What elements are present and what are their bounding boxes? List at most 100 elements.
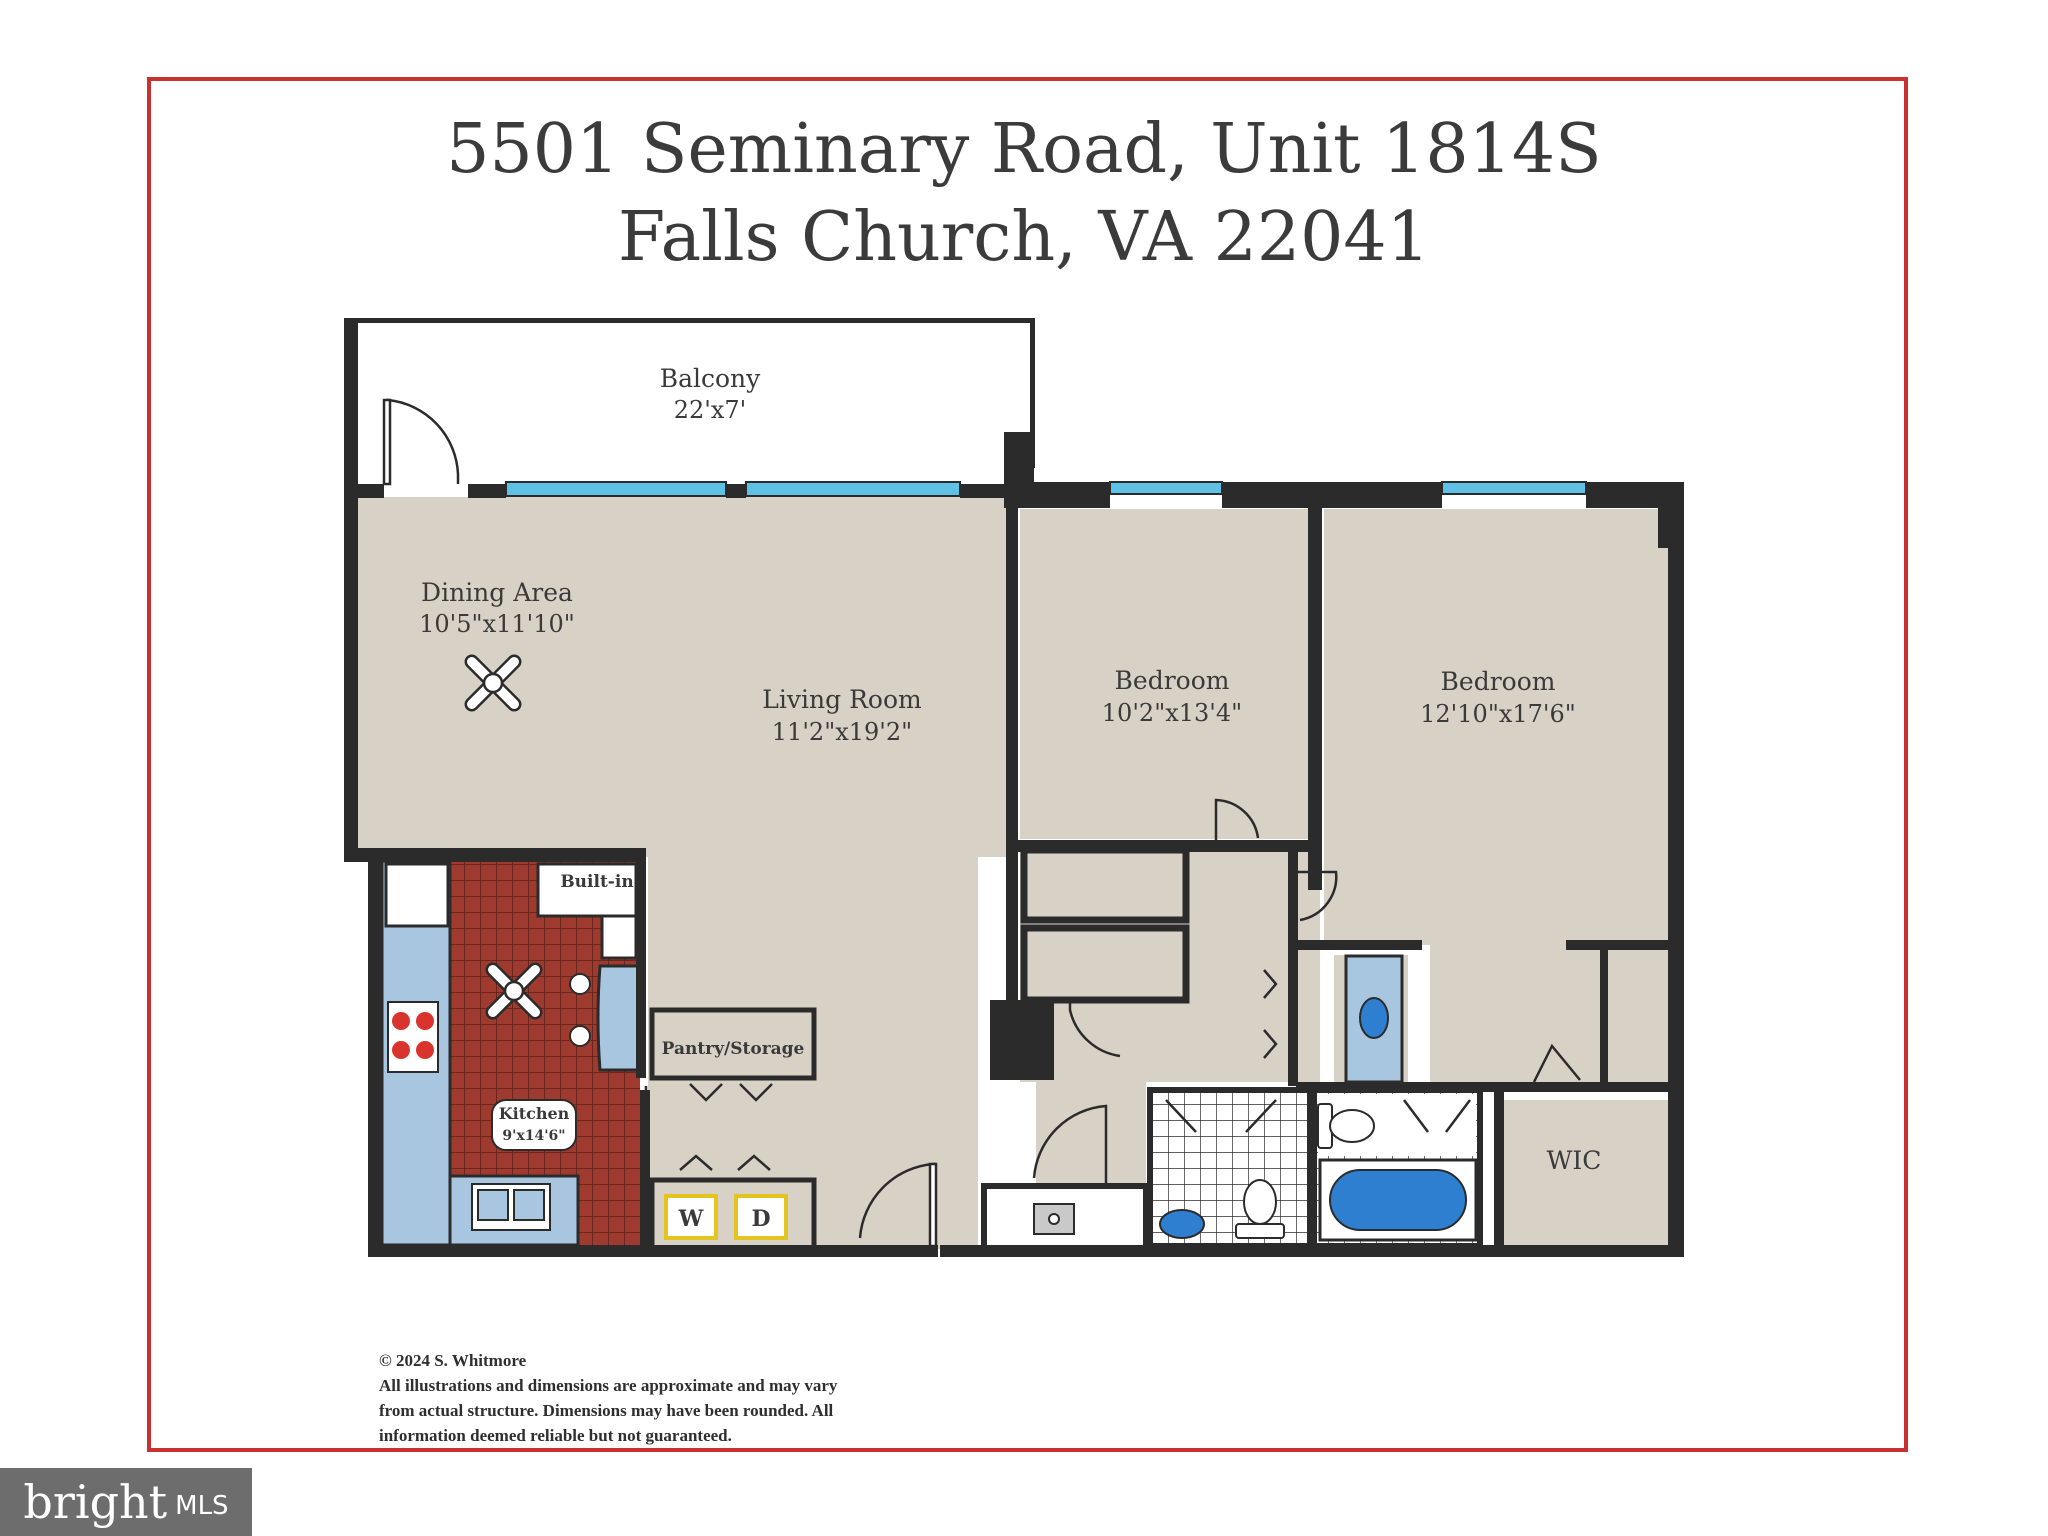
- closet-floor: [1606, 955, 1668, 1085]
- builtin-lower: [600, 914, 638, 960]
- dryer-label: D: [751, 1206, 770, 1232]
- bedroom1-door: [1296, 870, 1338, 922]
- hall-closet-door: [1068, 1000, 1121, 1058]
- burner-3: [392, 1041, 410, 1059]
- bar-stool-2: [569, 1025, 591, 1047]
- kitchen-right-wall-low: [640, 1090, 650, 1250]
- range: [387, 1001, 439, 1073]
- wic-floor: [1500, 1100, 1668, 1245]
- bath-top-wall: [1296, 940, 1422, 950]
- sink-basin-left: [477, 1189, 509, 1221]
- builtin-cabinet: [536, 862, 638, 918]
- vanity-drain: [1048, 1213, 1060, 1225]
- right-wall: [1668, 482, 1684, 1257]
- balcony-size: 22'x7': [674, 396, 747, 424]
- page-frame: [147, 77, 1908, 1452]
- hall-bath: [1147, 1087, 1313, 1249]
- wic-door: [1532, 1043, 1581, 1083]
- linen-closet-1: [1020, 846, 1190, 924]
- pantry-box: [649, 1007, 817, 1081]
- entry-door-leaf: [928, 1162, 938, 1248]
- right-wall-jog: [1658, 500, 1672, 548]
- logo-word: bright: [23, 1475, 168, 1529]
- pantry-label: Pantry/Storage: [662, 1039, 805, 1059]
- balcony-door: [386, 398, 460, 484]
- hall-bath-sink: [1159, 1209, 1205, 1239]
- hall-divider-wall: [1288, 852, 1298, 1086]
- kitchen-top-wall: [344, 848, 644, 862]
- hall-lower-floor: [1036, 1082, 1146, 1192]
- master-bath-top-wall: [1296, 1082, 1496, 1092]
- balcony-rail-top: [344, 318, 1034, 323]
- dining-label: Dining Area: [421, 578, 573, 607]
- dining-size: 10'5"x11'10": [419, 610, 575, 638]
- closet-door-swing: [1263, 969, 1278, 1059]
- builtin-label: Built-in: [560, 872, 633, 892]
- washer: [664, 1194, 718, 1240]
- kitchen-label: Kitchen: [499, 1104, 570, 1123]
- burner-1: [392, 1012, 410, 1030]
- window: [745, 481, 961, 497]
- balcony-floor: [352, 327, 1032, 487]
- bedroom2-label: Bedroom: [1115, 666, 1230, 695]
- pantry-door-swing: [689, 1083, 773, 1102]
- dryer: [734, 1194, 788, 1240]
- wic-label: WIC: [1547, 1146, 1602, 1175]
- balcony-rail-right: [1030, 318, 1035, 468]
- top-wall-2: [468, 484, 506, 498]
- breakfast-bar: [596, 964, 640, 1072]
- master-closet-wall: [1566, 940, 1676, 950]
- top-wall-3: [726, 484, 746, 498]
- disclaimer-line: information deemed reliable but not guar…: [379, 1426, 732, 1445]
- bar-stool-1: [569, 973, 591, 995]
- entry-door: [858, 1162, 936, 1245]
- bathtub-basin: [1329, 1169, 1467, 1231]
- bedrooms-divider-wall: [1308, 500, 1322, 890]
- linen-closet-2: [1020, 924, 1190, 1004]
- balcony-left-wall: [344, 318, 358, 488]
- sink-basin-right: [513, 1189, 545, 1221]
- laundry-door-swing: [679, 1154, 771, 1171]
- copyright-line: © 2024 S. Whitmore: [379, 1351, 527, 1370]
- balcony-label: Balcony: [660, 364, 761, 393]
- master-toilet-bowl: [1329, 1109, 1375, 1143]
- toilet-tank: [1235, 1223, 1285, 1239]
- kitchen-right-wall: [636, 848, 646, 1078]
- fan-icon: [464, 654, 522, 712]
- disclaimer-line: All illustrations and dimensions are app…: [379, 1376, 838, 1395]
- refrigerator: [384, 862, 450, 928]
- kitchen: [380, 859, 640, 1247]
- bright-mls-logo: bright MLS: [0, 1468, 252, 1536]
- top-wall-4: [960, 484, 1018, 498]
- disclaimer-line: from actual structure. Dimensions may ha…: [379, 1401, 834, 1420]
- address-line-2: Falls Church, VA 22041: [618, 198, 1430, 277]
- balcony-door-leaf: [382, 398, 392, 486]
- toilet-bowl: [1243, 1179, 1277, 1225]
- bedroom2-door: [1214, 798, 1260, 840]
- walls: [344, 318, 1684, 1257]
- wic-top-wall: [1494, 1082, 1674, 1092]
- bedroom2-bottom-wall: [1012, 840, 1312, 852]
- hall-closets: [990, 846, 1278, 1080]
- address-line-1: 5501 Seminary Road, Unit 1814S: [446, 110, 1602, 189]
- kitchen-size: 9'x14'6": [502, 1128, 565, 1144]
- master-bath: [1311, 954, 1483, 1249]
- living-size: 11'2"x19'2": [772, 718, 912, 746]
- living-bedroom-wall: [1006, 500, 1018, 1080]
- window: [1441, 481, 1587, 495]
- kitchen-label-box: [491, 1099, 577, 1151]
- burner-4: [416, 1041, 434, 1059]
- vanity: [981, 1183, 1149, 1251]
- wic-left-wall: [1494, 1082, 1504, 1252]
- doors: [382, 398, 1606, 1248]
- top-wall-5: [1004, 482, 1110, 508]
- powder-door: [1032, 1104, 1108, 1184]
- master-vanity-sink: [1359, 997, 1389, 1039]
- burner-2: [416, 1012, 434, 1030]
- logo-suffix: MLS: [175, 1491, 229, 1521]
- living-label: Living Room: [762, 685, 922, 714]
- fan-icon: [485, 962, 543, 1020]
- bottom-wall-1: [368, 1245, 938, 1257]
- bedroom1-size: 12'10"x17'6": [1420, 700, 1576, 728]
